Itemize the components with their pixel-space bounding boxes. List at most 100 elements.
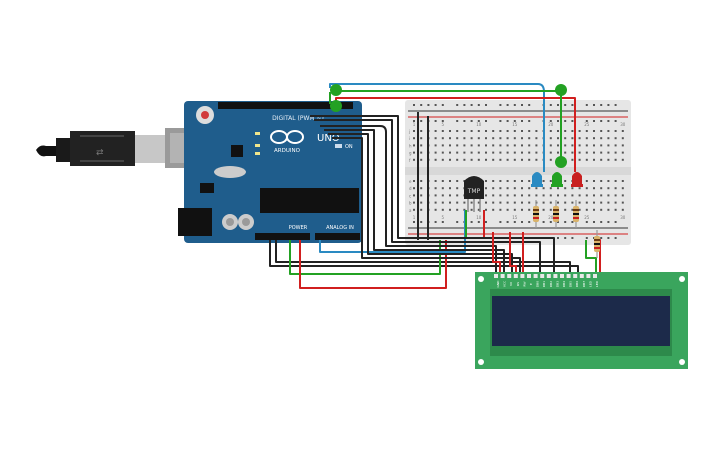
breadboard-hole — [621, 208, 624, 211]
breadboard-hole — [521, 144, 523, 147]
breadboard-hole — [420, 158, 423, 161]
rail-hole — [549, 221, 552, 223]
rail-hole — [413, 104, 415, 106]
rail-hole — [521, 221, 523, 223]
rail-hole — [427, 104, 430, 106]
breadboard-hole — [600, 187, 603, 190]
wire-black-8 — [310, 115, 555, 272]
analog-label: ANALOG IN — [326, 225, 354, 231]
breadboard-column-label: 30 — [620, 122, 626, 127]
breadboard-hole — [506, 151, 509, 154]
breadboard-hole — [434, 158, 437, 161]
breadboard-hole — [614, 194, 617, 197]
breadboard-hole — [614, 180, 617, 182]
temperature-sensor[interactable]: TMP — [464, 176, 484, 212]
breadboard-hole — [513, 194, 516, 197]
rail-hole — [456, 221, 459, 223]
breadboard-hole — [441, 194, 444, 197]
rail-hole — [513, 221, 516, 223]
rail-hole — [434, 104, 437, 106]
rail-hole — [485, 221, 487, 223]
lcd-pin — [573, 274, 578, 278]
rail-hole — [506, 221, 509, 223]
breadboard-hole — [593, 180, 595, 182]
wire-black-1 — [269, 240, 579, 272]
rail-hole — [585, 104, 588, 106]
junction-4 — [555, 156, 567, 168]
breadboard-hole — [456, 137, 459, 140]
breadboard-hole — [585, 158, 588, 161]
breadboard-hole — [621, 194, 624, 197]
breadboard-hole — [600, 130, 603, 132]
breadboard-hole — [456, 180, 459, 182]
power-led — [335, 144, 342, 148]
breadboard-hole — [521, 151, 523, 154]
led-green[interactable] — [551, 172, 563, 187]
lcd-mount-hole — [478, 276, 484, 282]
rail-hole — [585, 120, 588, 122]
breadboard-hole — [477, 151, 480, 154]
breadboard-hole — [585, 137, 588, 140]
breadboard-hole — [485, 130, 487, 132]
breadboard-row-label: i — [409, 136, 410, 141]
breadboard-hole — [456, 208, 459, 211]
rail-hole — [557, 120, 559, 122]
lcd-pin — [494, 274, 498, 278]
arduino-model-text: UNO — [317, 133, 340, 144]
junction-3 — [555, 84, 567, 96]
junction-1 — [330, 84, 342, 96]
atmega-chip — [260, 188, 359, 213]
breadboard-hole — [492, 137, 495, 140]
lcd-pin-label: V0 — [509, 282, 513, 286]
rail-hole — [564, 104, 567, 106]
breadboard-hole — [593, 208, 595, 211]
breadboard-hole — [470, 144, 473, 147]
rail-hole — [600, 237, 603, 239]
breadboard-hole — [535, 194, 538, 197]
breadboard-hole — [528, 137, 531, 140]
breadboard-column-label: 10 — [476, 215, 482, 220]
breadboard-hole — [535, 130, 538, 132]
breadboard-hole — [535, 158, 538, 161]
breadboard-hole — [614, 201, 617, 204]
breadboard-hole — [413, 158, 415, 161]
resistor[interactable] — [573, 200, 579, 228]
led-red[interactable] — [571, 172, 583, 187]
breadboard-hole — [506, 201, 509, 204]
breadboard-hole — [506, 194, 509, 197]
breadboard-hole — [463, 158, 466, 161]
breadboard-hole — [420, 151, 423, 154]
breadboard-hole — [521, 158, 523, 161]
arduino-board[interactable]: DIGITAL (PWM ~) ARDUINO UNO ON POWER ANA… — [178, 101, 362, 243]
breadboard-hole — [492, 151, 495, 154]
rail-hole — [571, 104, 574, 106]
resistor[interactable] — [533, 200, 539, 228]
breadboard-hole — [564, 144, 567, 147]
breadboard-hole — [607, 130, 610, 132]
breadboard-hole — [542, 194, 545, 197]
breadboard-hole — [557, 194, 559, 197]
resistor[interactable] — [594, 230, 600, 258]
breadboard-hole — [578, 144, 581, 147]
breadboard-hole — [413, 194, 415, 197]
resistor[interactable] — [553, 200, 559, 228]
breadboard-hole — [621, 158, 624, 161]
breadboard-hole — [420, 194, 423, 197]
breadboard-hole — [456, 151, 459, 154]
breadboard-hole — [499, 208, 502, 211]
lcd-mount-hole — [679, 276, 685, 282]
breadboard-hole — [621, 144, 624, 147]
breadboard-column-label: 25 — [584, 215, 590, 220]
breadboard-hole — [477, 144, 480, 147]
rail-hole — [542, 221, 545, 223]
breadboard-hole — [593, 158, 595, 161]
led-blue[interactable] — [531, 172, 543, 187]
breadboard-hole — [578, 187, 581, 190]
breadboard-hole — [434, 201, 437, 204]
breadboard-hole — [449, 144, 451, 147]
breadboard-hole — [528, 151, 531, 154]
breadboard-hole — [456, 201, 459, 204]
breadboard-hole — [564, 187, 567, 190]
